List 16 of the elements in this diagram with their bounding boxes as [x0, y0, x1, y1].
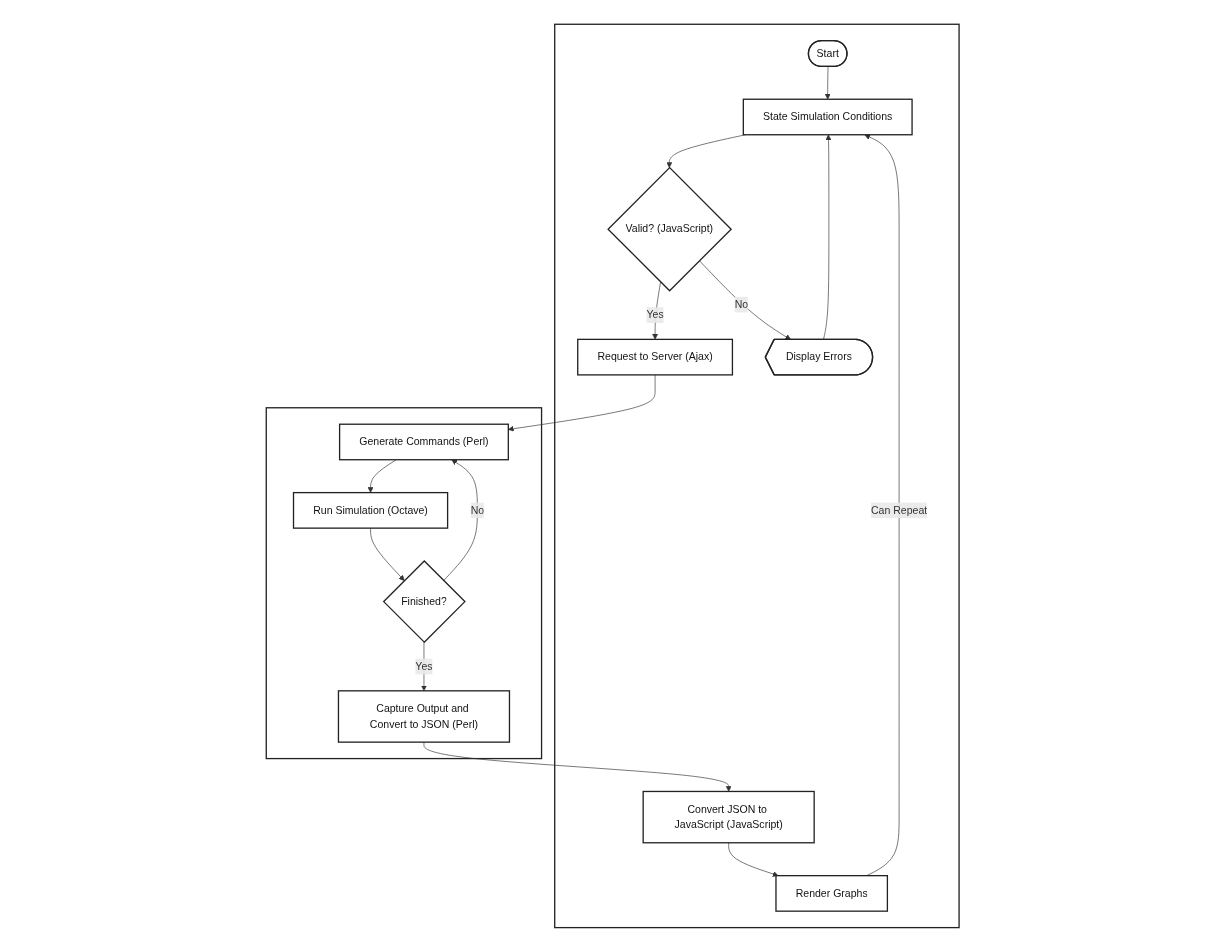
node-box: Capture Output and Convert to JSON (Perl) [337, 690, 510, 743]
node-box: Generate Commands (Perl) [338, 423, 509, 461]
node-diamond: Valid? (JavaScript) [607, 166, 732, 292]
node-box: Render Graphs [775, 875, 888, 912]
edge-label: Can Repeat [870, 504, 928, 516]
cluster [265, 407, 543, 760]
node-diamond: Finished? [382, 560, 466, 644]
edge-label: No [470, 504, 484, 516]
edge-label: No [734, 298, 748, 310]
node-box: Run Simulation (Octave) [292, 492, 449, 529]
node-box: State Simulation Conditions [742, 98, 913, 136]
edge-label: Yes [646, 309, 664, 321]
node-box: Convert JSON to JavaScript (JavaScript) [642, 790, 815, 844]
node-box: Request to Server (Ajax) [576, 338, 733, 376]
edge-label: Yes [415, 660, 433, 672]
cluster [553, 23, 960, 929]
